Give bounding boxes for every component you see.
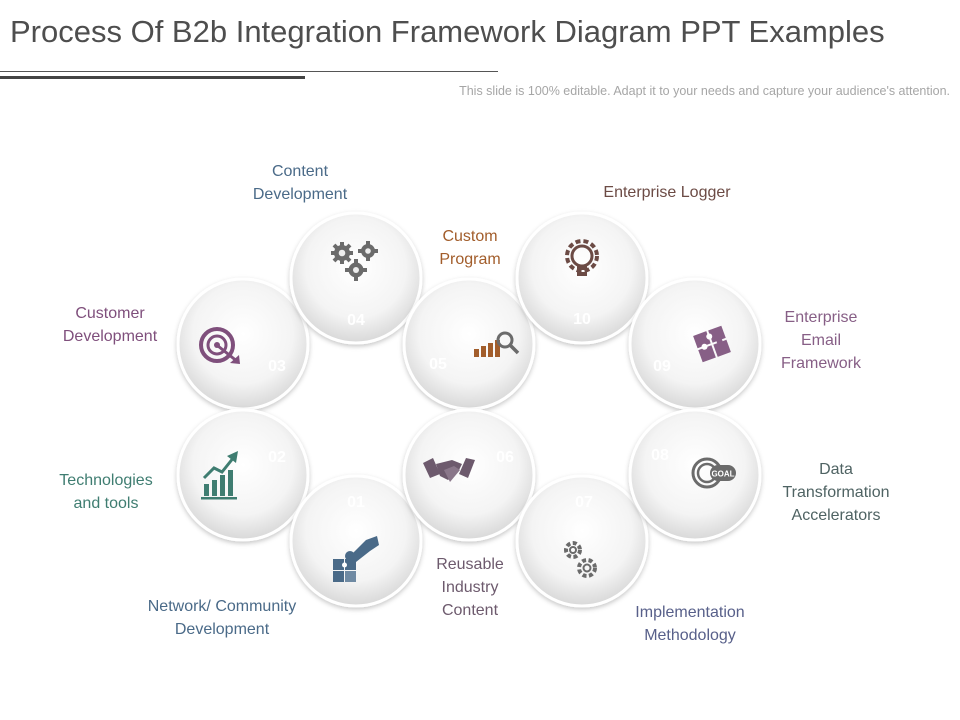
bar-chart-arrow-icon <box>201 451 238 500</box>
step-number-05: 05 <box>429 356 447 373</box>
step-number-04: 04 <box>347 312 365 329</box>
step-number-09: 09 <box>653 358 671 375</box>
step-circle-02 <box>176 408 310 542</box>
puzzle-icon <box>693 325 731 363</box>
handshake-icon <box>423 458 475 482</box>
goal-target-icon: GOAL <box>691 457 736 489</box>
gears-icon <box>331 241 378 281</box>
step-number-10: 10 <box>573 311 591 328</box>
step-label-05: Custom Program <box>439 228 501 268</box>
step-label-04: Content Development <box>252 163 348 203</box>
step-circle-01 <box>289 474 423 608</box>
slide-subtitle: This slide is 100% editable. Adapt it to… <box>459 84 950 98</box>
step-label-09: Enterprise Email Framework <box>780 309 861 372</box>
chart-magnifier-icon <box>474 331 520 357</box>
step-label-01: Network/ Community Development <box>147 598 297 638</box>
step-label-08: Data Transformation Accelerators <box>782 461 890 524</box>
step-number-08: 08 <box>651 447 669 464</box>
target-icon <box>199 327 240 364</box>
step-number-01: 01 <box>347 494 365 511</box>
step-circle-10 <box>515 211 649 345</box>
bulb-gear-icon <box>565 239 599 276</box>
two-gears-icon <box>564 541 597 578</box>
step-circle-05 <box>402 277 536 411</box>
goal-icon-text: GOAL <box>711 470 734 479</box>
step-label-02: Technologies and tools <box>59 472 153 512</box>
step-label-10: Enterprise Logger <box>603 184 731 201</box>
title-underline-accent <box>0 76 305 79</box>
step-number-07: 07 <box>575 494 593 511</box>
step-label-07: Implementation Methodology <box>635 604 745 644</box>
step-circle-08 <box>628 408 762 542</box>
step-label-06: Reusable Industry Content <box>436 556 504 619</box>
puzzle-hand-icon <box>333 536 379 582</box>
step-circle-07 <box>515 474 649 608</box>
slide-title: Process Of B2b Integration Framework Dia… <box>10 14 885 49</box>
step-circle-09 <box>628 277 762 411</box>
step-circle-03 <box>176 277 310 411</box>
step-number-02: 02 <box>268 449 286 466</box>
step-number-06: 06 <box>496 449 514 466</box>
title-underline <box>0 71 498 72</box>
step-label-03: Customer Development <box>62 305 158 345</box>
step-number-03: 03 <box>268 358 286 375</box>
